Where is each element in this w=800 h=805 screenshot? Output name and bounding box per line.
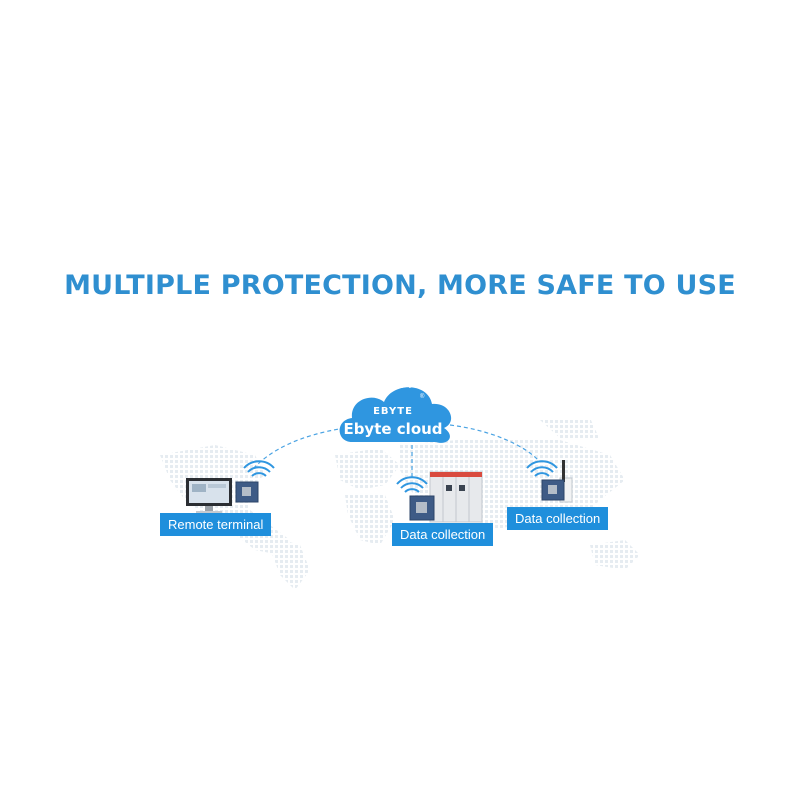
cloud-name: Ebyte cloud xyxy=(343,420,443,438)
wifi-icon xyxy=(243,460,275,477)
node-label-data-collection-2: Data collection xyxy=(507,507,609,530)
node-label-data-collection-1: Data collection xyxy=(392,523,494,546)
module-board-icon xyxy=(235,481,259,503)
sensor-module-icon xyxy=(541,460,573,503)
page-headline: MULTIPLE PROTECTION, MORE SAFE TO USE xyxy=(64,270,736,301)
node-label-remote-terminal: Remote terminal xyxy=(160,513,272,536)
link-data-collection-2 xyxy=(449,424,541,463)
registered-mark: ® xyxy=(420,394,425,400)
wifi-icon xyxy=(396,476,428,493)
server-cabinet-icon xyxy=(429,471,483,523)
network-links xyxy=(251,424,541,478)
monitor-icon xyxy=(186,478,232,514)
cloud-brand-text: EBYTE xyxy=(373,406,413,417)
module-board-icon xyxy=(409,495,435,521)
cloud-icon xyxy=(339,377,452,443)
link-remote-terminal xyxy=(251,427,346,471)
wifi-icon xyxy=(526,460,558,477)
